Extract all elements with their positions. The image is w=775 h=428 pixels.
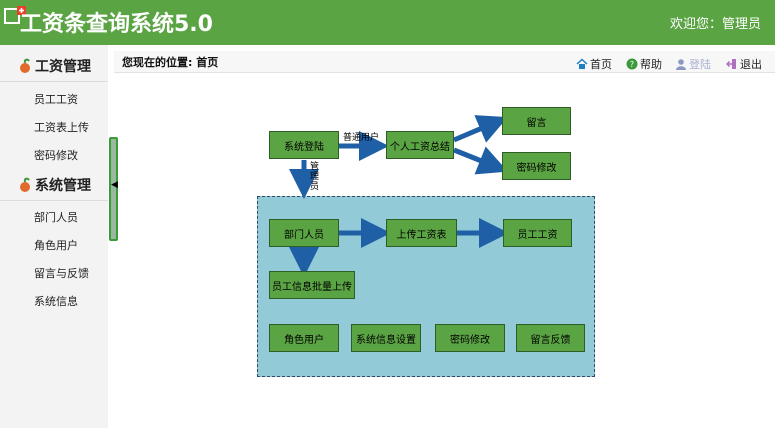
home-icon xyxy=(576,58,588,69)
divider xyxy=(0,81,108,82)
flow-box-feedback: 留言反馈 xyxy=(516,324,585,352)
flow-box-sys-settings: 系统信息设置 xyxy=(351,324,421,352)
sidebar-item-dept-staff[interactable]: 部门人员 xyxy=(34,211,78,224)
help-button-label: 帮助 xyxy=(640,58,662,71)
svg-text:?: ? xyxy=(630,60,634,69)
login-button[interactable]: 登陆 xyxy=(675,56,711,72)
home-button-label: 首页 xyxy=(590,58,612,71)
chevron-left-icon: ◀ xyxy=(111,180,118,190)
flow-box-message: 留言 xyxy=(502,107,571,135)
toolbar: 您现在的位置: 首页 首页 ? 帮助 登陆 xyxy=(114,51,775,73)
app-title: 工资条查询系统5.0 xyxy=(20,12,213,37)
flow-box-personal-summary: 个人工资总结 xyxy=(386,131,454,159)
sidebar-item-password[interactable]: 密码修改 xyxy=(34,149,78,162)
sidebar-item-employee-salary[interactable]: 员工工资 xyxy=(34,93,78,106)
app-header: 工资条查询系统5.0 欢迎您：管理员 xyxy=(0,0,775,45)
flow-box-role-user: 角色用户 xyxy=(269,324,339,352)
flow-box-login: 系统登陆 xyxy=(269,131,339,159)
help-icon: ? xyxy=(626,58,638,70)
sidebar-item-role-user[interactable]: 角色用户 xyxy=(34,239,78,252)
sidebar: 工资管理 员工工资 工资表上传 密码修改 系统管理 部门人员 角色用户 留言与反… xyxy=(0,45,108,428)
sidebar-item-feedback[interactable]: 留言与反馈 xyxy=(34,267,89,280)
sidebar-item-sys-info[interactable]: 系统信息 xyxy=(34,295,78,308)
flow-label-normal-user: 普通用户 xyxy=(343,133,380,143)
sidebar-group-system[interactable]: 系统管理 xyxy=(0,173,108,197)
breadcrumb: 您现在的位置: 首页 xyxy=(122,56,219,69)
exit-button-label: 退出 xyxy=(740,58,762,71)
divider xyxy=(0,200,108,201)
home-button[interactable]: 首页 xyxy=(576,56,612,72)
app-logo-icon xyxy=(4,6,26,24)
welcome-text: 欢迎您：管理员 xyxy=(669,17,761,32)
flow-box-employee-salary: 员工工资 xyxy=(503,219,572,247)
flow-box-password: 密码修改 xyxy=(502,152,571,180)
salary-group-icon xyxy=(20,58,30,73)
flow-box-batch-upload: 员工信息批量上传 xyxy=(269,271,355,299)
login-button-label: 登陆 xyxy=(689,58,711,71)
sidebar-group-salary[interactable]: 工资管理 xyxy=(0,54,108,78)
user-login-icon xyxy=(676,59,686,70)
sidebar-item-upload-salary[interactable]: 工资表上传 xyxy=(34,121,89,134)
sidebar-collapse-handle[interactable]: ◀ xyxy=(109,137,118,241)
system-group-icon xyxy=(20,177,30,192)
exit-icon xyxy=(726,59,736,69)
help-button[interactable]: ? 帮助 xyxy=(626,56,662,72)
sidebar-group-label: 工资管理 xyxy=(35,59,91,75)
flow-label-admin: 管理员 xyxy=(310,162,320,192)
arrow-summary-to-message xyxy=(453,115,508,143)
sidebar-group-label: 系统管理 xyxy=(35,178,91,194)
flow-box-password-2: 密码修改 xyxy=(435,324,505,352)
flow-box-dept-staff: 部门人员 xyxy=(269,219,339,247)
arrow-summary-to-password xyxy=(453,146,508,175)
flow-box-upload-salary: 上传工资表 xyxy=(386,219,457,247)
exit-button[interactable]: 退出 xyxy=(726,56,762,72)
